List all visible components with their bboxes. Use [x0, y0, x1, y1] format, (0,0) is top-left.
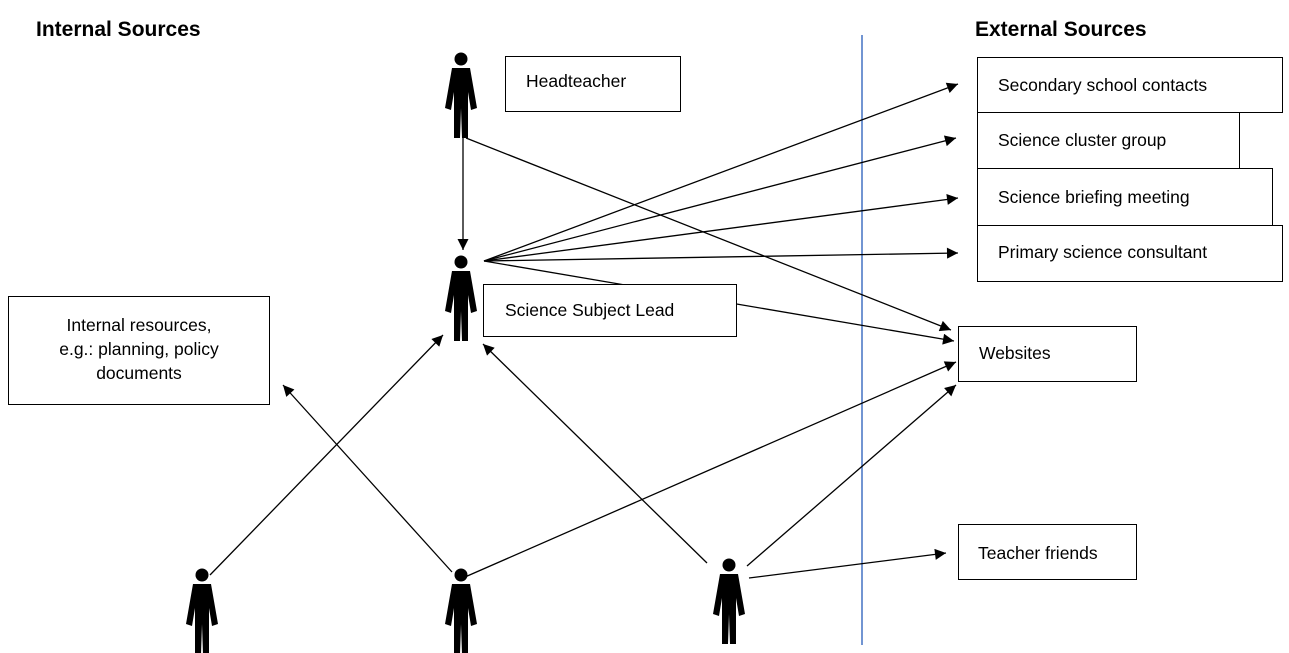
internal-resources-line-3: documents — [96, 363, 182, 383]
science-cluster-group-label: Science cluster group — [998, 130, 1167, 150]
teacher-2-person-icon — [445, 568, 477, 653]
science-lead-label: Science Subject Lead — [505, 300, 675, 320]
headteacher-box: Headteacher — [505, 56, 681, 112]
teacher-friends-label: Teacher friends — [978, 543, 1098, 563]
websites-box: Websites — [958, 326, 1137, 382]
arrow-teacher1-to-lead — [209, 334, 444, 576]
internal-resources-line-2: e.g.: planning, policy — [59, 339, 219, 359]
internal-resources-line-1: Internal resources, — [66, 315, 212, 335]
arrow-lead-to-secondary — [483, 82, 959, 262]
headteacher-label: Headteacher — [526, 71, 627, 91]
headteacher-person-icon — [445, 52, 477, 138]
science-briefing-meeting-box: Science briefing meeting — [977, 168, 1273, 226]
primary-science-consultant-box: Primary science consultant — [977, 225, 1283, 282]
arrow-lead-to-cluster — [483, 135, 957, 262]
science-lead-box: Science Subject Lead — [483, 284, 737, 337]
arrow-lead-to-consultant — [483, 247, 959, 262]
arrow-teacher2-to-resources — [282, 384, 453, 573]
external-sources-heading: External Sources — [975, 18, 1147, 41]
internal-sources-heading: Internal Sources — [36, 18, 201, 41]
arrow-teacher3-to-friends — [748, 548, 947, 579]
primary-science-consultant-label: Primary science consultant — [998, 242, 1208, 262]
internal-resources-box: Internal resources, e.g.: planning, poli… — [8, 296, 270, 405]
arrow-headteacher-to-websites — [465, 137, 952, 332]
science-briefing-meeting-label: Science briefing meeting — [998, 187, 1190, 207]
teacher-friends-box: Teacher friends — [958, 524, 1137, 580]
arrow-teacher3-to-lead — [482, 343, 708, 564]
teacher-1-person-icon — [186, 568, 218, 653]
websites-label: Websites — [979, 343, 1051, 363]
teacher-3-person-icon — [713, 558, 745, 644]
arrow-teacher3-to-websites — [746, 384, 957, 567]
secondary-school-contacts-box: Secondary school contacts — [977, 57, 1283, 113]
arrow-teacher2-to-websites — [464, 361, 957, 578]
science-lead-person-icon — [445, 255, 477, 341]
science-cluster-group-box: Science cluster group — [977, 112, 1240, 169]
arrow-lead-to-briefing — [483, 193, 959, 262]
secondary-school-contacts-label: Secondary school contacts — [998, 75, 1208, 95]
